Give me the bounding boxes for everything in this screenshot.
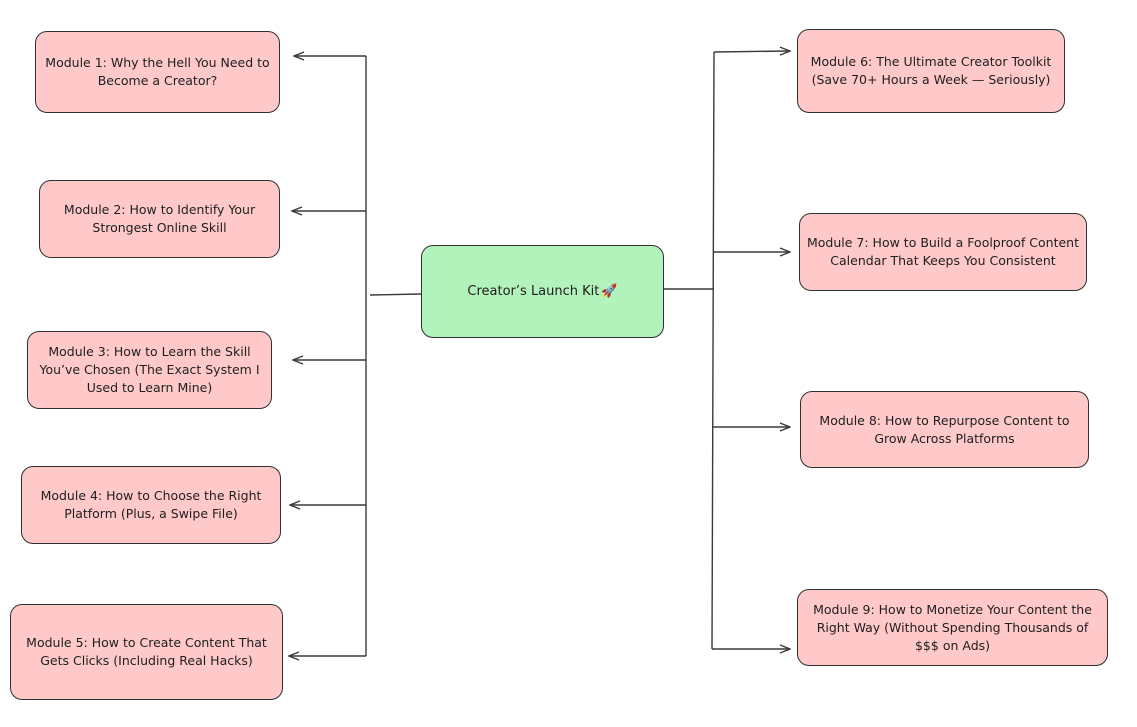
module-label: Module 9: How to Monetize Your Content t… bbox=[813, 601, 1092, 653]
right-trunk-line bbox=[711, 51, 715, 650]
module-label: Module 7: How to Build a Foolproof Conte… bbox=[806, 235, 1079, 268]
module-label: Module 3: How to Learn the Skill You’ve … bbox=[39, 344, 260, 395]
module-node-9[interactable]: Module 9: How to Monetize Your Content t… bbox=[797, 589, 1108, 666]
module-label: Module 8: How to Repurpose Content to Gr… bbox=[819, 412, 1070, 446]
module-node-4[interactable]: Module 4: How to Choose the Right Platfo… bbox=[21, 466, 281, 544]
module-label: Module 1: Why the Hell You Need to Becom… bbox=[45, 55, 270, 88]
module-node-5[interactable]: Module 5: How to Create Content That Get… bbox=[10, 604, 283, 700]
module-node-1[interactable]: Module 1: Why the Hell You Need to Becom… bbox=[35, 31, 280, 113]
module-node-7[interactable]: Module 7: How to Build a Foolproof Conte… bbox=[799, 213, 1087, 291]
module-label: Module 4: How to Choose the Right Platfo… bbox=[40, 488, 262, 521]
module-node-6[interactable]: Module 6: The Ultimate Creator Toolkit (… bbox=[797, 29, 1065, 113]
arrow-to-module-6 bbox=[713, 51, 790, 52]
rocket-icon: 🚀 bbox=[601, 283, 618, 299]
module-label: Module 2: How to Identify Your Strongest… bbox=[63, 202, 256, 235]
module-node-2[interactable]: Module 2: How to Identify Your Strongest… bbox=[39, 180, 280, 258]
module-label: Module 6: The Ultimate Creator Toolkit (… bbox=[810, 54, 1052, 87]
module-node-8[interactable]: Module 8: How to Repurpose Content to Gr… bbox=[800, 391, 1089, 468]
module-label: Module 5: How to Create Content That Get… bbox=[26, 635, 267, 668]
root-label: Creator’s Launch Kit bbox=[467, 283, 600, 299]
root-to-left-trunk-line bbox=[369, 293, 422, 296]
module-node-3[interactable]: Module 3: How to Learn the Skill You’ve … bbox=[27, 331, 272, 409]
root-node[interactable]: Creator’s Launch Kit🚀 bbox=[421, 245, 664, 338]
